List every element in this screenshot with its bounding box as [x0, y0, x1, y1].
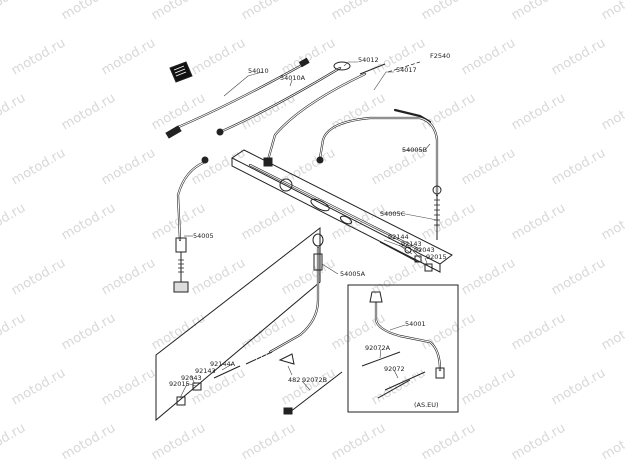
- watermark-text: motod.ru: [509, 201, 568, 244]
- label-92144A: 92144A: [210, 360, 236, 368]
- watermark-text: motod.ru: [239, 201, 298, 244]
- watermark-text: motod.ru: [9, 256, 68, 299]
- watermark-text: motod.ru: [99, 366, 158, 409]
- watermark-text: motod.ru: [9, 36, 68, 79]
- watermark-text: motod.ru: [59, 311, 118, 354]
- watermark-text: motod.ru: [99, 36, 158, 79]
- watermark-text: motod.ru: [599, 421, 625, 464]
- watermark-text: motod.ru: [549, 256, 608, 299]
- label-92015-lower: 92015: [169, 380, 190, 388]
- label-92072: 92072: [384, 365, 405, 373]
- watermark-text: motod.ru: [459, 36, 518, 79]
- cable-54005: [173, 156, 209, 293]
- label-92143-lower: 92143: [195, 367, 216, 375]
- watermark-text: motod.ru: [419, 201, 478, 244]
- watermark-text: motod.ru: [189, 256, 248, 299]
- watermark-text: motod.ru: [509, 421, 568, 464]
- label-92144: 92144: [388, 233, 409, 241]
- watermark-text: motod.ru: [0, 0, 28, 23]
- label-54017: 54017: [396, 66, 417, 74]
- cable-54005A: [245, 233, 324, 365]
- watermark-text: motod.ru: [509, 91, 568, 134]
- watermark-text: motod.ru: [149, 0, 208, 23]
- watermark-text: motod.ru: [419, 0, 478, 23]
- cable-54001: [369, 291, 445, 379]
- label-92143: 92143: [401, 240, 422, 248]
- watermark-text: motod.ru: [0, 91, 28, 134]
- watermark-text: motod.ru: [99, 256, 158, 299]
- label-54005B: 54005B: [402, 146, 427, 154]
- label-54005C: 54005C: [380, 210, 406, 218]
- cable-54017: [316, 61, 439, 197]
- label-54001: 54001: [405, 320, 426, 328]
- adjuster-54005B: [432, 185, 442, 240]
- watermark-text: motod.ru: [239, 421, 298, 464]
- watermark-text: motod.ru: [329, 0, 388, 23]
- manual-book-icon: [169, 61, 193, 83]
- watermark-text: motod.ru: [59, 0, 118, 23]
- watermark-text: motod.ru: [329, 421, 388, 464]
- watermark-text: motod.ru: [459, 366, 518, 409]
- watermark-text: motod.ru: [189, 36, 248, 79]
- strap-92072B: [283, 371, 343, 415]
- watermark-text: motod.ru: [0, 201, 28, 244]
- label-54012: 54012: [358, 56, 379, 64]
- watermark-text: motod.ru: [59, 421, 118, 464]
- watermark-text: motod.ru: [149, 311, 208, 354]
- watermark-text: motod.ru: [239, 0, 298, 23]
- watermark-text: motod.ru: [509, 0, 568, 23]
- panel-54005A: [155, 226, 321, 422]
- label-482: 482: [288, 376, 300, 384]
- label-92043: 92043: [414, 246, 435, 254]
- watermark-text: motod.ru: [9, 366, 68, 409]
- watermark-text: motod.ru: [239, 311, 298, 354]
- watermark-text: motod.ru: [419, 311, 478, 354]
- watermark-text: motod.ru: [59, 91, 118, 134]
- watermark-text: motod.ru: [459, 256, 518, 299]
- label-54010A: 54010A: [280, 74, 306, 82]
- part-labels: 54010 54010A 54012 54017 54005B 54005C 5…: [169, 56, 447, 409]
- watermark-text: motod.ru: [599, 0, 625, 23]
- watermark-text: motod.ru: [149, 421, 208, 464]
- figure-code: F2540: [430, 52, 450, 60]
- label-54005A: 54005A: [340, 270, 366, 278]
- leader-lines: [179, 61, 438, 399]
- watermark-text: motod.ru: [0, 311, 28, 354]
- watermark-text: motod.ru: [509, 311, 568, 354]
- watermark-text: motod.ru: [459, 146, 518, 189]
- watermark-text: motod.ru: [599, 201, 625, 244]
- label-92072B: 92072B: [302, 376, 327, 384]
- watermark-text: motod.ru: [189, 146, 248, 189]
- watermark-text: motod.ru: [99, 146, 158, 189]
- cable-54010A: [216, 61, 351, 136]
- watermark-text: motod.ru: [9, 146, 68, 189]
- watermark-text: motod.ru: [549, 36, 608, 79]
- watermark-text: motod.ru: [599, 91, 625, 134]
- watermark-text: motod.ru: [599, 311, 625, 354]
- watermark-text: motod.ru: [279, 146, 338, 189]
- watermark-text: motod.ru: [419, 91, 478, 134]
- watermark-text: motod.ru: [0, 421, 28, 464]
- watermark-text: motod.ru: [549, 366, 608, 409]
- watermark-text: motod.ru: [329, 91, 388, 134]
- region-note: (AS.EU): [414, 401, 439, 409]
- label-92043-lower: 92043: [181, 374, 202, 382]
- watermark-text: motod.ru: [419, 421, 478, 464]
- straps-92072: [361, 351, 426, 399]
- label-54005: 54005: [193, 232, 214, 240]
- region-box: [347, 284, 459, 413]
- parts-92144A-92015: [176, 365, 241, 406]
- label-92072A: 92072A: [365, 344, 391, 352]
- cable-54010: [165, 57, 310, 139]
- label-54010: 54010: [248, 67, 269, 75]
- label-92015: 92015: [426, 253, 447, 261]
- watermark-text: motod.ru: [59, 201, 118, 244]
- cable-54005C: [231, 149, 453, 273]
- watermark-text: motod.ru: [279, 366, 338, 409]
- watermark-text: motod.ru: [549, 146, 608, 189]
